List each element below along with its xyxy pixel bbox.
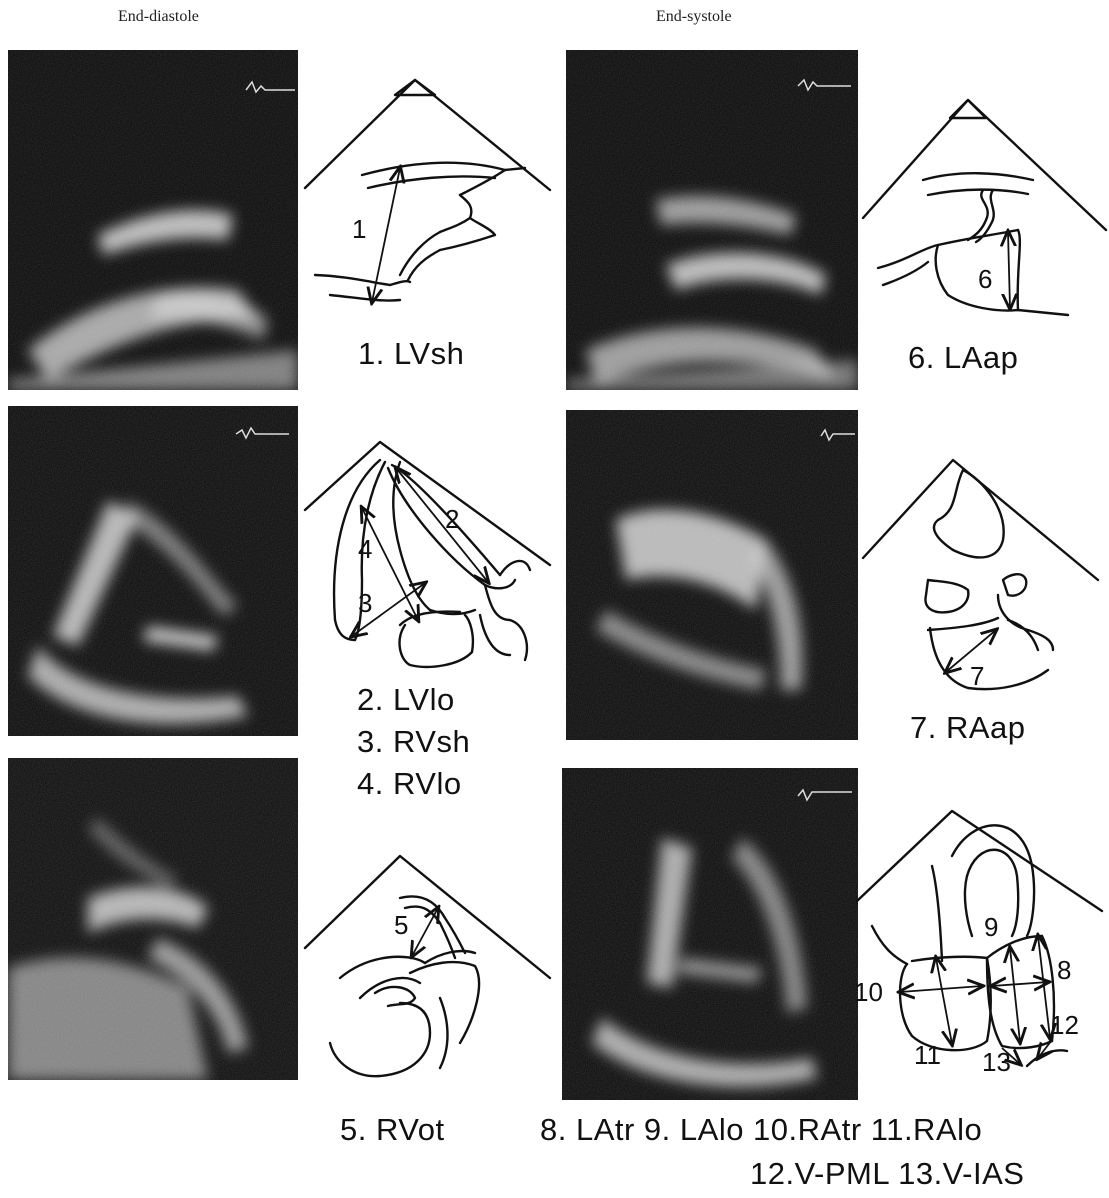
diagram-label-12: 12 xyxy=(1050,1010,1079,1040)
caption-rvsh: 3. RVsh xyxy=(357,724,470,760)
echo-image-apical-four-chamber-diastole xyxy=(8,406,298,736)
diagram-label-1: 1 xyxy=(352,214,366,244)
echo-image-rvot-diastole xyxy=(8,758,298,1080)
diagram-lvsh: 1 xyxy=(300,70,560,330)
caption-lvsh: 1. LVsh xyxy=(358,336,464,372)
echo-image-lv-parasternal-diastole xyxy=(8,50,298,390)
diagram-label-7: 7 xyxy=(970,661,984,691)
diagram-label-13: 13 xyxy=(982,1047,1011,1077)
diagram-label-10: 10 xyxy=(854,977,883,1007)
diagram-label-6: 6 xyxy=(978,264,992,294)
diagram-label-9: 9 xyxy=(984,912,998,942)
diagram-label-5: 5 xyxy=(394,910,408,940)
diagram-label-4: 4 xyxy=(358,534,372,564)
diagram-raap: 7 xyxy=(858,440,1108,700)
caption-line-1: 8. LAtr 9. LAlo 10.RAtr 11.RAlo xyxy=(540,1112,982,1148)
diagram-label-8: 8 xyxy=(1057,955,1071,985)
diagram-label-11: 11 xyxy=(914,1040,941,1070)
diagram-rvot: 5 xyxy=(300,848,560,1088)
diagram-label-3: 3 xyxy=(358,588,372,618)
header-end-diastole: End-diastole xyxy=(118,8,199,26)
diagram-lvlo-rvsh-rvlo: 2 4 3 xyxy=(300,440,560,680)
caption-rvlo: 4. RVlo xyxy=(357,766,462,802)
caption-rvot: 5. RVot xyxy=(340,1112,445,1148)
diagram-label-2: 2 xyxy=(445,504,459,534)
header-end-systole: End-systole xyxy=(656,8,732,26)
diagram-latr-lalo-ratr-ralo-vpml-vias: 9 8 10 12 11 13 xyxy=(852,796,1108,1096)
caption-lvlo: 2. LVlo xyxy=(357,682,455,718)
caption-raap: 7. RAap xyxy=(910,710,1026,746)
diagram-laap: 6 xyxy=(858,70,1108,330)
echo-image-apical-four-chamber-systole xyxy=(566,410,858,740)
caption-line-2: 12.V-PML 13.V-IAS xyxy=(750,1156,1024,1192)
caption-laap: 6. LAap xyxy=(908,340,1018,376)
echo-image-lv-parasternal-systole xyxy=(566,50,858,390)
echo-image-apical-four-chamber-systole-2 xyxy=(562,768,858,1100)
